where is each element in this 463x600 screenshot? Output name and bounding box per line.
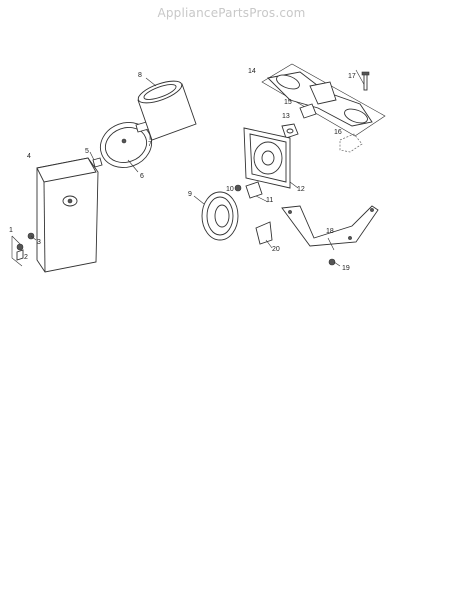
callout-16: 16 [334,129,342,136]
callout-8: 8 [138,72,142,79]
callout-7: 7 [148,141,152,148]
callout-11: 11 [266,197,273,204]
callout-18: 18 [326,228,334,235]
backing-plate-part [243,127,299,189]
gasket-part-16 [339,133,363,153]
callout-1: 1 [9,227,13,234]
callout-9: 9 [188,191,192,198]
gasket-part-13 [281,123,299,139]
long-bracket-part [281,205,379,251]
callout-3: 3 [37,239,41,246]
callout-2: 2 [24,254,28,261]
manifold-bracket-part [261,63,386,137]
callout-17: 17 [348,73,356,80]
clip-parts [234,181,269,203]
callout-6: 6 [140,173,144,180]
foam-filter-element-part [137,77,197,141]
gasket-part-15 [299,103,317,119]
callout-10: 10 [226,186,234,193]
callout-19: 19 [342,265,350,272]
screw-part [328,258,341,267]
callout-15: 15 [284,99,292,106]
air-cleaner-cover-part [36,157,99,273]
callout-12: 12 [297,186,305,193]
bolt-part [361,71,370,91]
callout-4: 4 [27,153,31,160]
fastener-parts-left [11,232,37,267]
callout-5: 5 [85,148,89,155]
watermark-text: AppliancePartsPros.com [157,6,306,20]
callout-13: 13 [282,113,290,120]
small-bracket-part [255,221,273,249]
stud-part [89,151,103,168]
round-housing-part [193,191,239,241]
callout-20: 20 [272,246,280,253]
callout-14: 14 [248,68,256,75]
